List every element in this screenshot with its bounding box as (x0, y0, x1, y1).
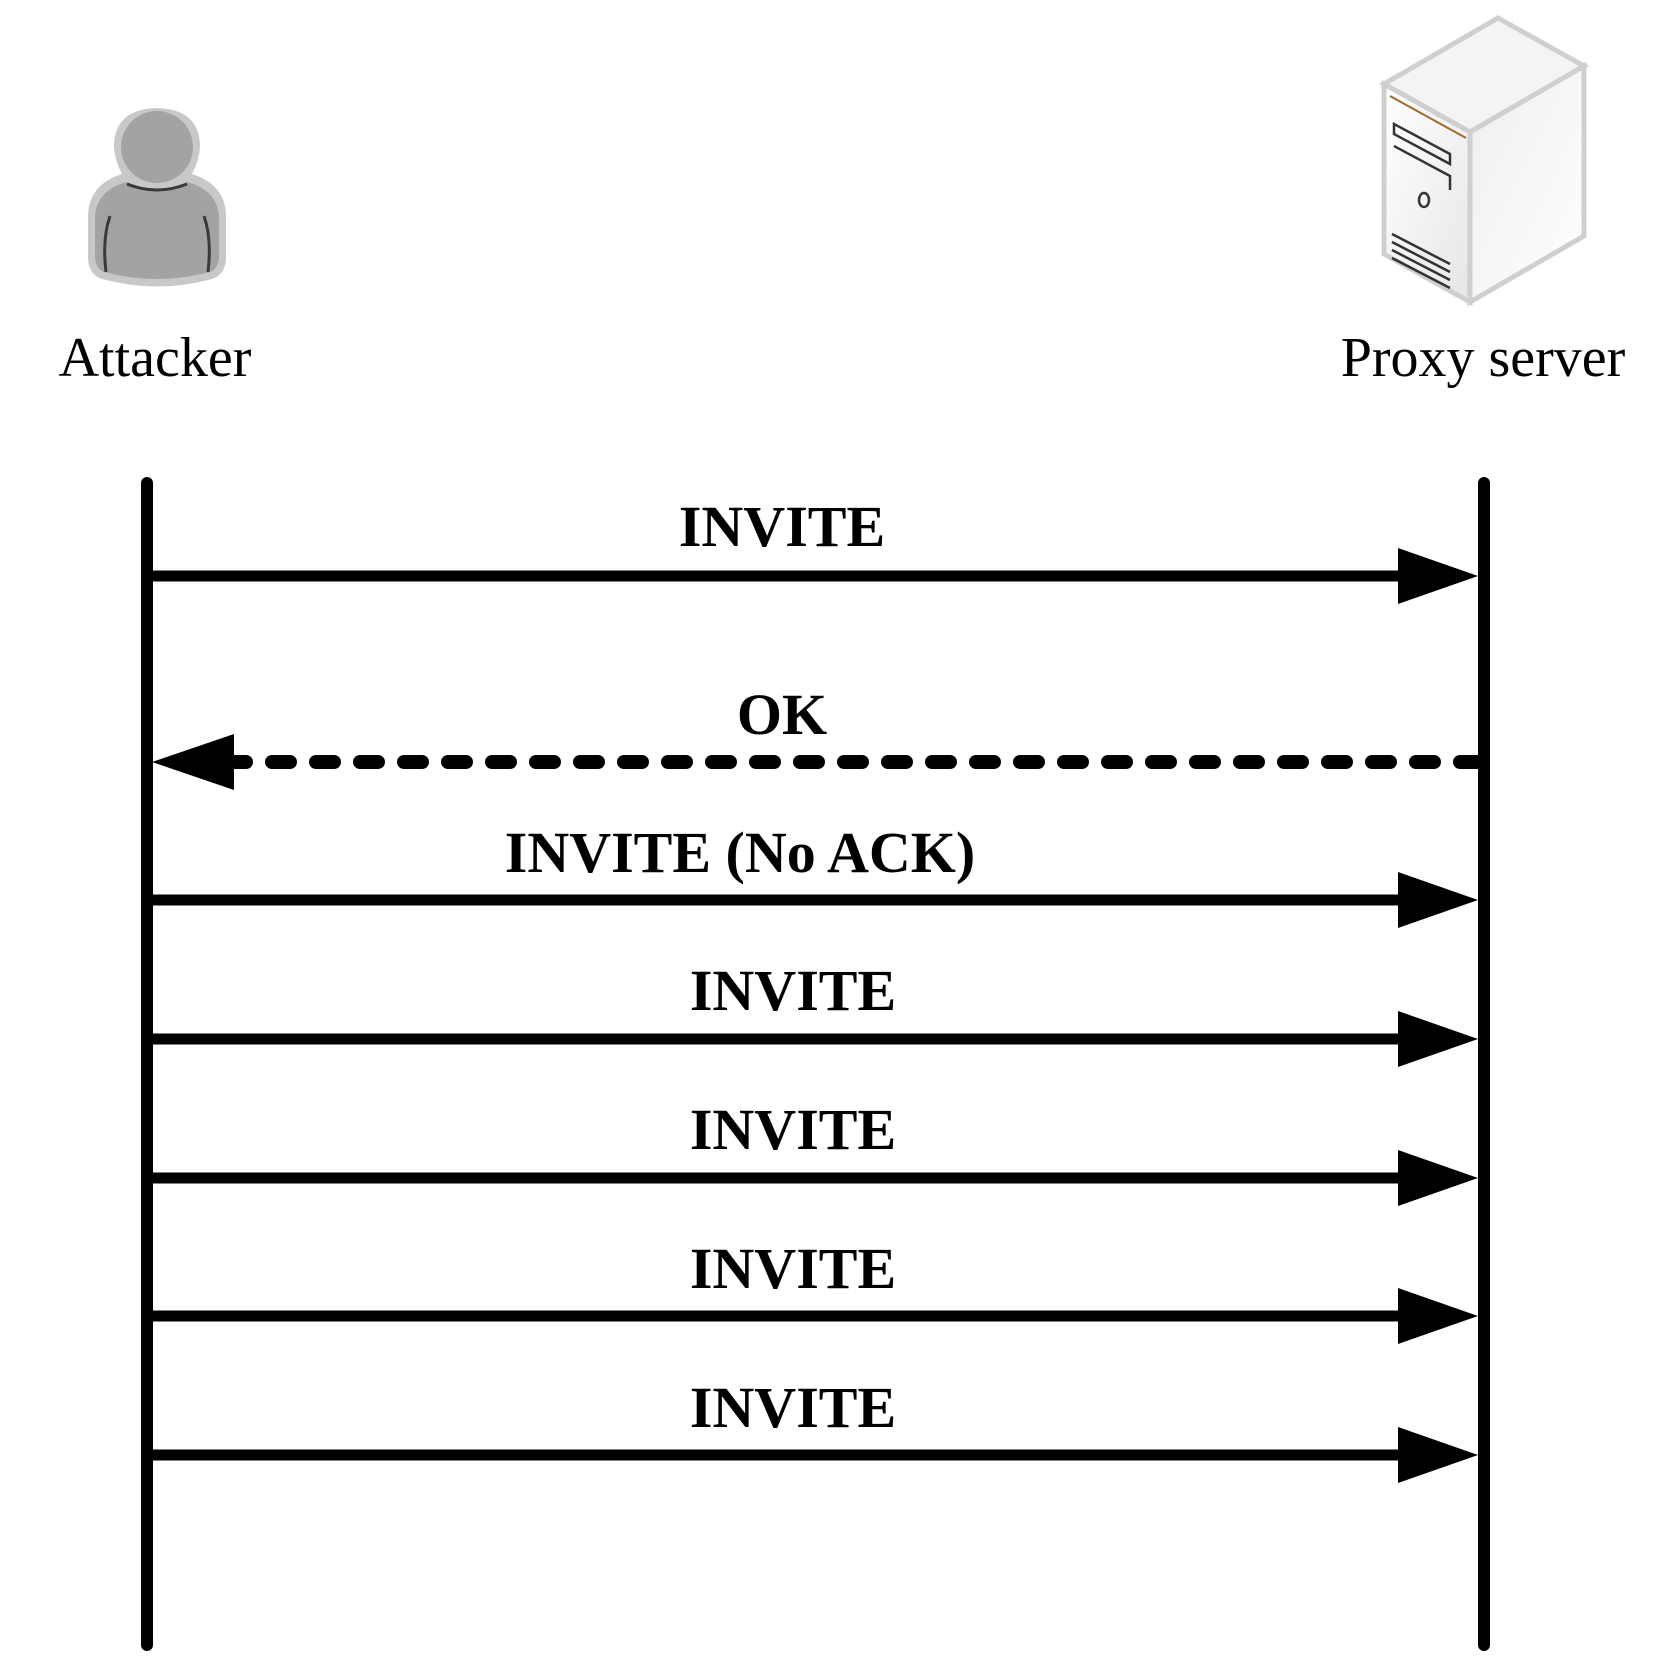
message-label: INVITE (689, 1097, 897, 1162)
message-label: INVITE (689, 1375, 897, 1440)
message-label: INVITE (678, 494, 886, 559)
message-arrow (152, 1011, 1478, 1067)
message-label: INVITE (No ACK) (504, 820, 976, 885)
server-icon (1378, 15, 1590, 307)
message-label: OK (736, 682, 828, 747)
proxy-server-label: Proxy server (1340, 327, 1626, 389)
arrowhead (1398, 1288, 1478, 1344)
arrowhead (1398, 872, 1478, 928)
message-arrow (152, 1288, 1478, 1344)
arrowhead (1398, 1011, 1478, 1067)
message-label: INVITE (689, 1236, 897, 1301)
arrowhead (1398, 1150, 1478, 1206)
message-arrow (152, 872, 1478, 928)
message-arrow (152, 1150, 1478, 1206)
message-arrow (152, 1427, 1478, 1483)
message-arrow (152, 734, 1485, 790)
message-label: INVITE (689, 958, 897, 1023)
attacker-label: Attacker (58, 327, 252, 389)
message-arrow (152, 548, 1478, 604)
arrowhead (1398, 548, 1478, 604)
arrowhead (152, 734, 234, 790)
user-icon (87, 108, 227, 287)
arrowhead (1398, 1427, 1478, 1483)
